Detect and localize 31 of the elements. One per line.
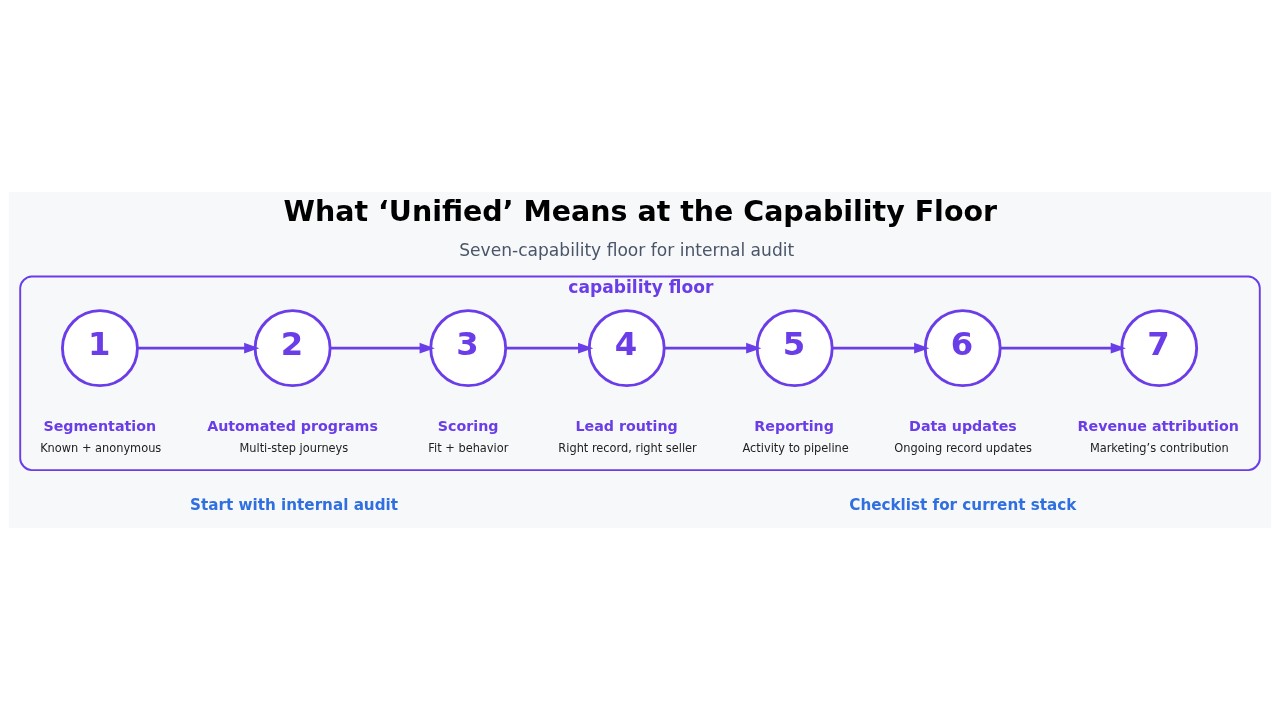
node-label: Known + anonymous [40, 440, 162, 455]
node-label: Multi-step journeys [239, 440, 349, 455]
node-label: Ongoing record updates [894, 440, 1032, 455]
node-label: Automated programs [207, 418, 378, 435]
node-label: Data updates [909, 418, 1017, 435]
arrow [505, 342, 594, 354]
node-label: Reporting [754, 418, 834, 435]
arrow [832, 342, 930, 354]
label: Start with internal audit [190, 495, 398, 514]
label: Checklist for current stack [849, 495, 1077, 514]
node-label: Fit + behavior [428, 440, 509, 455]
arrow [330, 342, 435, 354]
node-circle: 4 [587, 309, 666, 388]
node-circle: 1 [61, 309, 139, 388]
diagram-title: What ‘Unified’ Means at the Capability Floor [283, 195, 998, 229]
node-label: Right record, right seller [558, 440, 697, 455]
node-label: Activity to pipeline [742, 440, 849, 455]
node-circle: 6 [923, 309, 1002, 388]
node-circle: 7 [1120, 309, 1199, 388]
arrow [1000, 342, 1126, 354]
node-circle: 5 [755, 309, 834, 388]
node-label: Lead routing [575, 418, 678, 435]
arrow [137, 342, 260, 354]
node-label: Segmentation [43, 418, 157, 435]
node-label: Scoring [437, 418, 499, 435]
node-circle: 3 [429, 309, 508, 388]
node-circle: 2 [253, 309, 332, 388]
label: Seven-capability floor for internal audit [459, 239, 795, 260]
arrow [664, 342, 762, 354]
node-label: Revenue attribution [1077, 418, 1239, 435]
node-label: Marketing’s contribution [1089, 440, 1229, 455]
